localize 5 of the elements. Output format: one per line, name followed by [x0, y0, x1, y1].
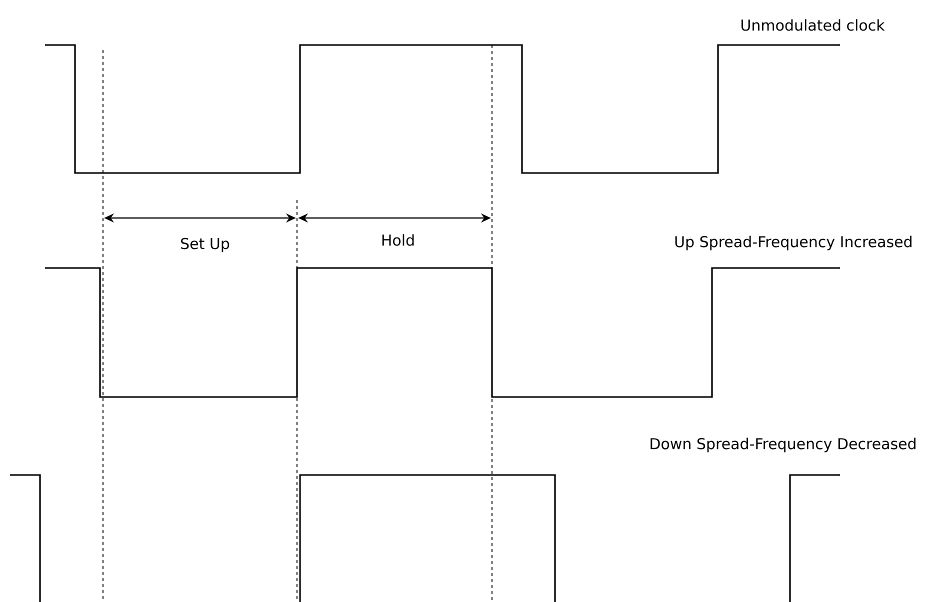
timing-label: Down Spread-Frequency Decreased [650, 438, 916, 452]
timing-label: Unmodulated clock [742, 19, 885, 31]
timing-label: Up Spread-Frequency Increased [675, 236, 912, 250]
timing-label: Hold [382, 234, 414, 246]
timing-label: Set Up [181, 238, 230, 252]
